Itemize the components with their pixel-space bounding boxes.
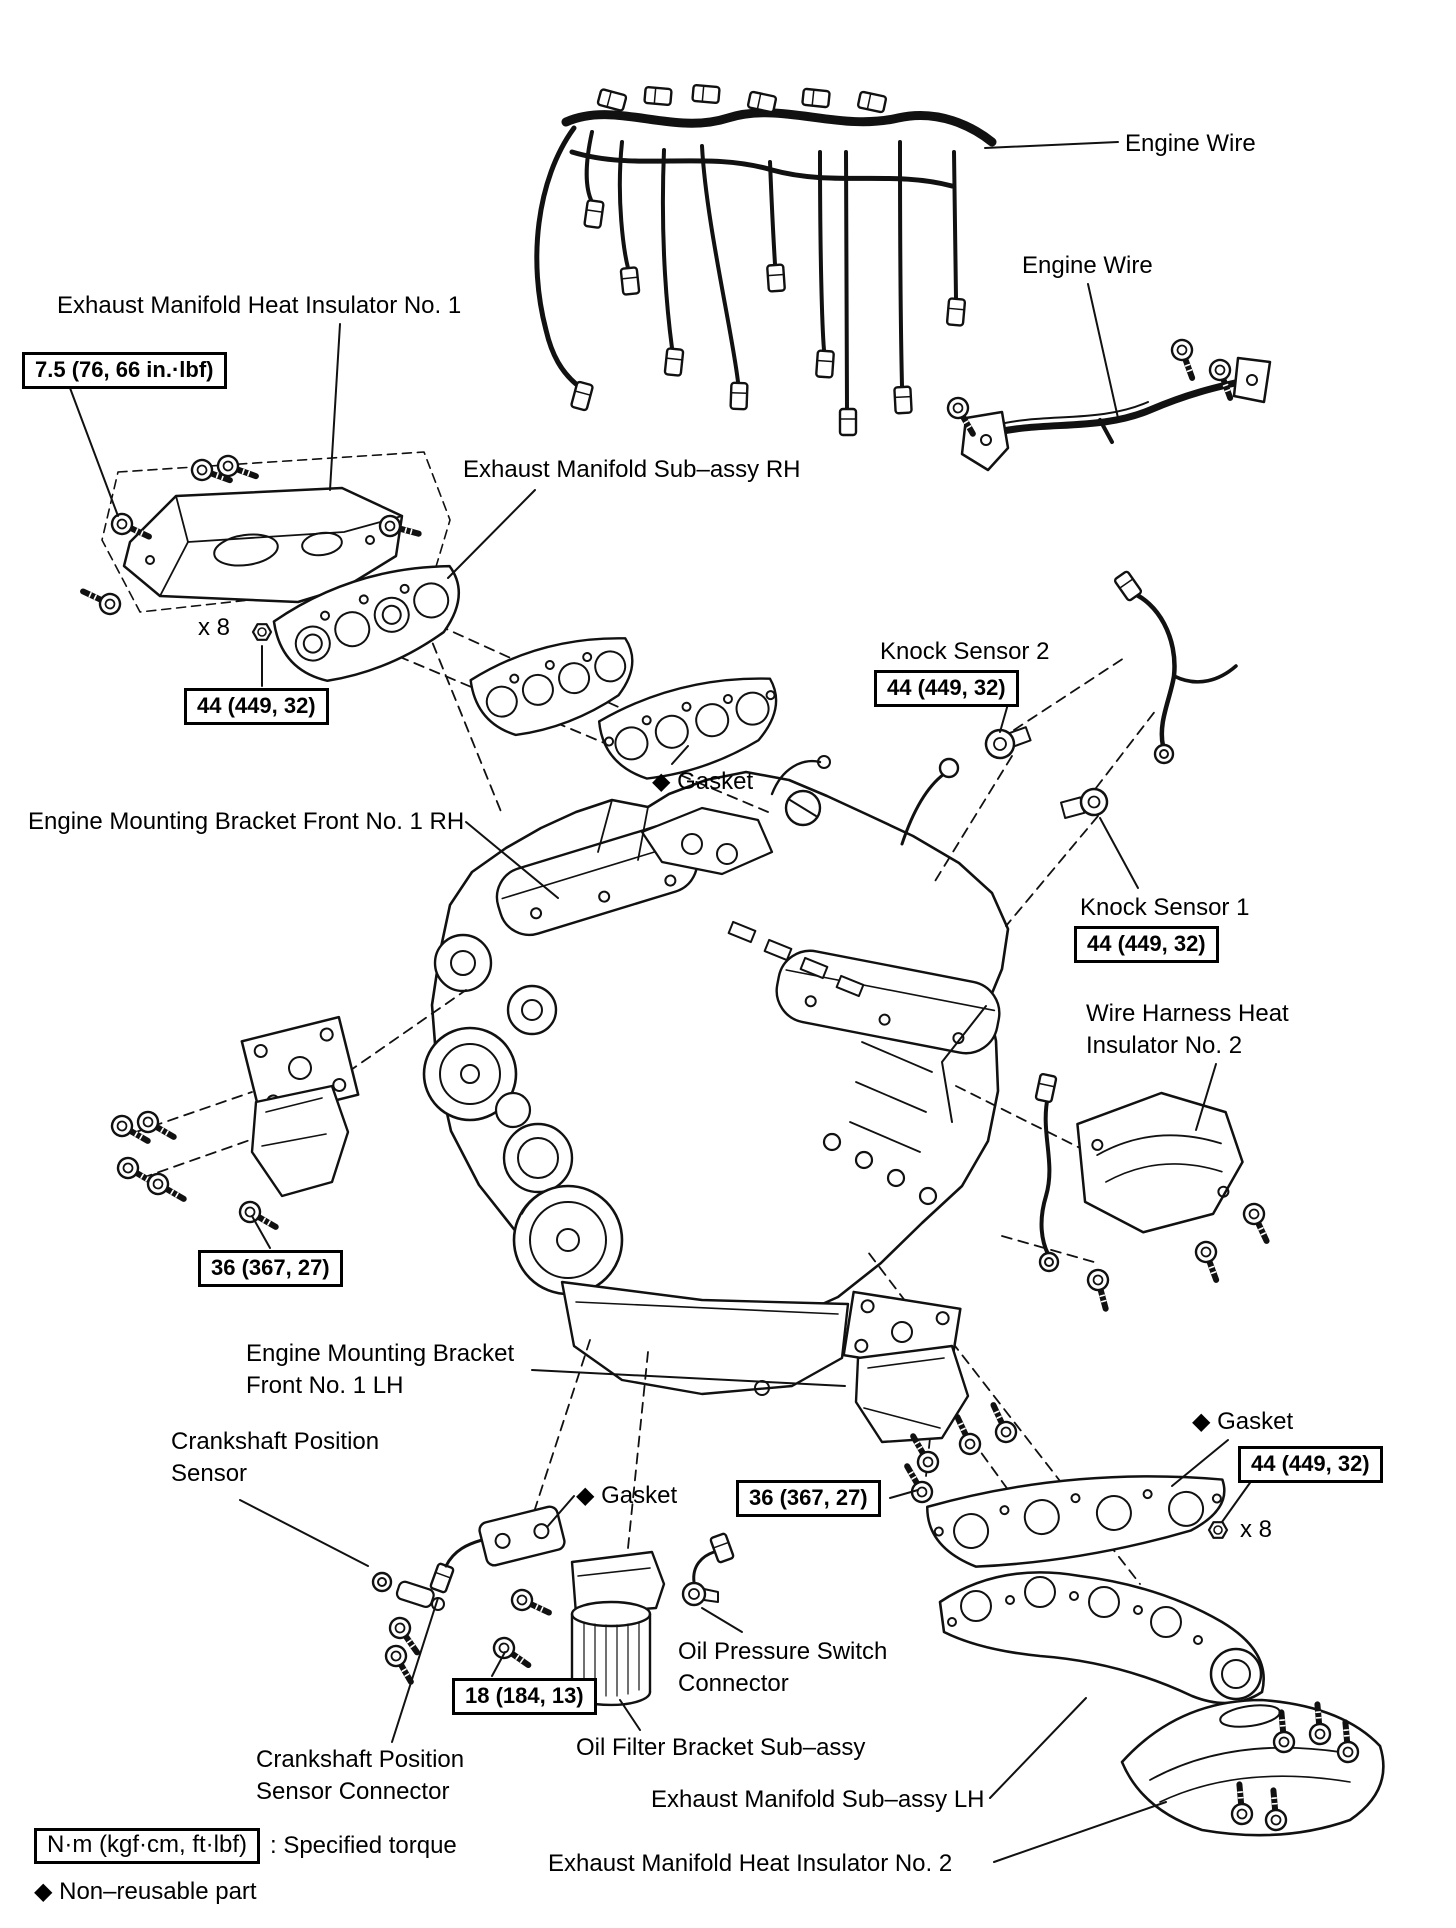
torque-box-mounting-bracket-lh: 36 (367, 27) <box>736 1480 881 1517</box>
torque-box-manifold-rh-nuts: 44 (449, 32) <box>184 688 329 725</box>
oil-pan <box>560 1280 850 1396</box>
label-qty-x8-lh: x 8 <box>1240 1516 1273 1543</box>
label-wire-harness-heat-insulator-no2: Wire Harness Heat Insulator No. 2 <box>1086 1000 1289 1059</box>
label-gasket-rh: ◆ Gasket <box>652 768 754 795</box>
exhaust-manifold-rh-chain-art <box>272 564 778 780</box>
oil-pressure-switch-art <box>681 1531 736 1607</box>
label-knock-sensor-2: Knock Sensor 2 <box>880 638 1050 665</box>
front-pulleys <box>422 933 624 1296</box>
engine-block-art <box>422 755 1010 1396</box>
torque-box-knock-sensor-1: 44 (449, 32) <box>1074 926 1219 963</box>
label-engine-mounting-bracket-front-no1-rh: Engine Mounting Bracket Front No. 1 RH <box>28 808 465 835</box>
oil-filter-gasket-part <box>478 1505 566 1567</box>
engine-mounting-bracket-lh-art <box>842 1290 970 1444</box>
label-exhaust-manifold-heat-insulator-no2: Exhaust Manifold Heat Insulator No. 2 <box>548 1850 953 1877</box>
engine-mounting-bracket-rh-art <box>240 1015 360 1198</box>
legend-torque-unit-box: N·m (kgf·cm, ft·lbf) <box>34 1828 260 1864</box>
manifold-lh-gasket <box>926 1475 1226 1568</box>
label-gasket-lh: ◆ Gasket <box>1192 1408 1294 1435</box>
knock-sensors-art <box>984 569 1238 820</box>
intake-plenum <box>640 806 774 876</box>
wire-harness-heat-insulator-no2-art <box>1034 1072 1244 1273</box>
torque-box-mounting-bracket-rh: 36 (367, 27) <box>198 1250 343 1287</box>
oil-filter-bracket-art <box>478 1505 666 1707</box>
knock-sensor-2-part <box>984 726 1032 760</box>
exhaust-manifold-sub-assy-rh-part <box>272 564 461 683</box>
label-oil-pressure-switch-connector: Oil Pressure Switch Connector <box>678 1638 888 1697</box>
torque-box-manifold-lh-nuts: 44 (449, 32) <box>1238 1446 1383 1483</box>
label-engine-wire-top: Engine Wire <box>1125 130 1256 157</box>
crankshaft-position-sensor-connector-part <box>428 1538 484 1595</box>
block-ribs <box>597 799 987 1153</box>
label-engine-mounting-bracket-front-no1-lh: Engine Mounting Bracket Front No. 1 LH <box>246 1340 515 1399</box>
label-oil-filter-bracket-sub-assy: Oil Filter Bracket Sub–assy <box>576 1734 866 1761</box>
legend-torque-unit-meaning: : Specified torque <box>269 1832 457 1859</box>
engine-wire-harness-art <box>534 83 997 437</box>
torque-box-oil-filter-bracket: 18 (184, 13) <box>452 1678 597 1715</box>
coolant-neck <box>770 759 822 796</box>
exhaust-manifold-lh-chain-art <box>926 1475 1385 1837</box>
manifold-rh-gasket-b <box>597 677 778 780</box>
manifold-rh-gasket-a <box>469 637 634 737</box>
exhaust-manifold-sub-assy-lh-part <box>938 1571 1265 1705</box>
label-knock-sensor-1: Knock Sensor 1 <box>1080 894 1250 921</box>
label-engine-wire-right: Engine Wire <box>1022 252 1153 279</box>
label-qty-x8-rh: x 8 <box>198 614 231 641</box>
knock-sensor-1-part <box>1060 787 1109 820</box>
exhaust-manifold-heat-insulator-no1-art <box>101 451 451 613</box>
legend-non-reusable-note: ◆ Non–reusable part <box>34 1878 257 1905</box>
label-exhaust-manifold-heat-insulator-no1: Exhaust Manifold Heat Insulator No. 1 <box>57 292 462 319</box>
dipstick <box>900 757 960 846</box>
legend-torque-note: N·m (kgf·cm, ft·lbf) : Specified torque <box>34 1828 457 1864</box>
engine-wire-right-art <box>960 356 1272 472</box>
leader-lines <box>69 141 1253 1863</box>
label-crankshaft-position-sensor: Crankshaft Position Sensor <box>171 1428 380 1487</box>
label-gasket-oil-filter: ◆ Gasket <box>576 1482 678 1509</box>
oil-filler-cap <box>784 789 822 827</box>
crankshaft-position-sensor-art <box>371 1538 484 1611</box>
injector-rail <box>727 920 865 998</box>
exhaust-ports-lh <box>822 1132 938 1206</box>
label-exhaust-manifold-sub-assy-rh: Exhaust Manifold Sub–assy RH <box>463 456 801 483</box>
label-exhaust-manifold-sub-assy-lh: Exhaust Manifold Sub–assy LH <box>651 1786 985 1813</box>
torque-box-heat-insulator-no1: 7.5 (76, 66 in.·lbf) <box>22 352 227 389</box>
label-crankshaft-position-sensor-connector: Crankshaft Position Sensor Connector <box>256 1746 465 1805</box>
torque-box-knock-sensor-2: 44 (449, 32) <box>874 670 1019 707</box>
